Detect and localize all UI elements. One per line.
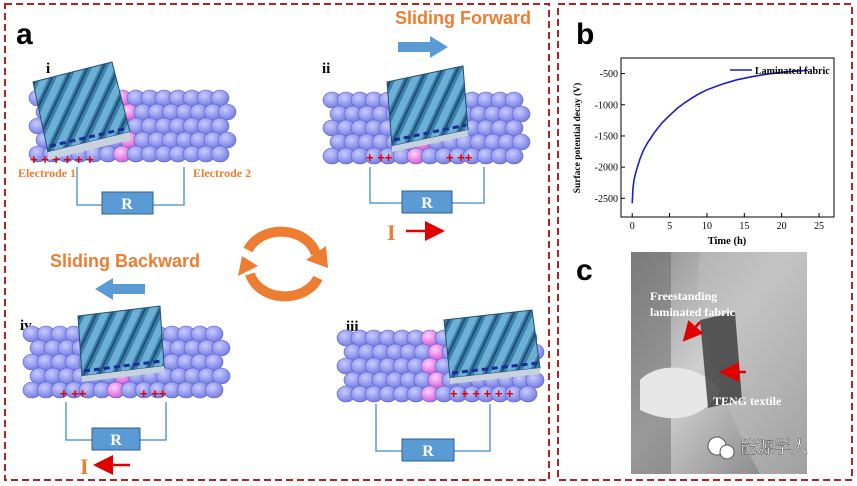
x-axis-title: Time (h) bbox=[708, 236, 747, 247]
subpanel-i-label: i bbox=[46, 61, 50, 77]
wechat-icon bbox=[707, 436, 735, 460]
chart-ticks: 0 5 10 15 20 25 -500 -1000 -1500 -2000 -2500 bbox=[595, 69, 824, 232]
annotation-teng-textile: TENG textile bbox=[713, 394, 782, 408]
sliding-forward-arrow bbox=[398, 36, 448, 58]
textile-bead bbox=[211, 367, 231, 385]
current-ii-label: I bbox=[387, 220, 396, 245]
subpanel-ii: Sliding Forward ii + ++ + ++ R I bbox=[322, 8, 531, 245]
textile-bead bbox=[217, 131, 237, 149]
x-tick-label: 15 bbox=[739, 221, 749, 232]
y-tick-label: -2500 bbox=[595, 194, 618, 205]
resistor-i-label: R bbox=[121, 196, 133, 213]
x-tick-label: 20 bbox=[777, 221, 787, 232]
sliding-forward-label: Sliding Forward bbox=[395, 8, 531, 28]
y-tick-label: -2000 bbox=[595, 163, 618, 174]
subpanel-iv: Sliding Backward iv + ++ + ++ R I bbox=[20, 251, 231, 479]
textile-bead bbox=[204, 381, 224, 399]
resistor-iv-label: R bbox=[110, 432, 122, 449]
wire-i-right bbox=[153, 167, 185, 206]
plus-charges-ii-right: + ++ bbox=[446, 150, 473, 165]
textile-bead bbox=[217, 103, 237, 121]
laminate-iii bbox=[443, 309, 541, 384]
chart-plot-area bbox=[620, 57, 835, 218]
watermark-text: 能源学人 bbox=[740, 438, 808, 457]
subpanel-ii-label: ii bbox=[322, 61, 330, 77]
plus-charges-iii: + + + + + + bbox=[450, 386, 514, 401]
textile-bead bbox=[204, 353, 224, 371]
panel-c-label: c bbox=[576, 254, 593, 287]
textile-bead bbox=[504, 147, 524, 165]
textile-bead bbox=[210, 145, 230, 163]
resistor-iii-label: R bbox=[422, 443, 434, 460]
y-axis-title: Surface potential decay (V) bbox=[572, 83, 583, 194]
photo-c: Freestanding laminated fabric TENG texti… bbox=[631, 252, 808, 474]
y-tick-label: -1500 bbox=[595, 131, 618, 142]
textile-bead bbox=[518, 385, 538, 403]
textile-bead bbox=[511, 105, 531, 123]
textile-bead bbox=[210, 117, 230, 135]
legend-label: Laminated fabric bbox=[755, 66, 830, 77]
chart-b: 0 5 10 15 20 25 -500 -1000 -1500 -2000 -2500 Lamin… bbox=[572, 57, 835, 247]
wire-i-left bbox=[76, 167, 102, 206]
y-tick-label: -500 bbox=[600, 69, 618, 80]
subpanel-iii: iii + + + + + + R bbox=[336, 309, 545, 462]
subpanel-i: i + + + + + + Electrode 1 Electrode 2 R bbox=[18, 61, 251, 215]
annotation-freestanding-line1: Freestanding bbox=[650, 289, 717, 303]
textile-bead bbox=[211, 339, 231, 357]
x-tick-label: 10 bbox=[702, 221, 712, 232]
electrode-2-label: Electrode 2 bbox=[193, 166, 251, 180]
wire-iv-right bbox=[140, 402, 167, 441]
textile-bead bbox=[511, 133, 531, 151]
textile-bead bbox=[504, 119, 524, 137]
resistor-iv bbox=[91, 427, 141, 451]
laminated-fabric-patch bbox=[700, 312, 742, 408]
resistor-ii-label: R bbox=[421, 195, 433, 212]
wire-iv-left bbox=[65, 402, 92, 441]
x-tick-label: 25 bbox=[814, 221, 824, 232]
wire-iii-right bbox=[454, 404, 491, 452]
panel-b-label: b bbox=[576, 18, 594, 51]
x-tick-label: 5 bbox=[667, 221, 672, 232]
annotation-freestanding-line2: laminated fabric bbox=[650, 305, 736, 319]
annotation-arrow-1 bbox=[682, 320, 704, 342]
laminate-ii bbox=[386, 65, 469, 152]
wire-ii-left bbox=[369, 167, 402, 204]
panel-a-label: a bbox=[16, 18, 33, 51]
sliding-backward-arrow bbox=[95, 278, 145, 300]
cycle-arrows bbox=[238, 226, 328, 302]
electrode-1-label: Electrode 1 bbox=[18, 166, 76, 180]
textile-bead bbox=[204, 325, 224, 343]
panel-a-border bbox=[4, 3, 550, 481]
plus-charges-i: + + + + + + bbox=[30, 152, 94, 167]
sliding-backward-label: Sliding Backward bbox=[50, 251, 200, 271]
wire-iii-left bbox=[375, 404, 402, 452]
plus-charges-iv-left: + ++ bbox=[60, 386, 87, 401]
plus-charges-iv-right: + ++ bbox=[140, 386, 167, 401]
panel-bc-border bbox=[557, 3, 853, 481]
gloved-hand bbox=[640, 367, 720, 419]
resistor-ii bbox=[401, 190, 453, 214]
resistor-i bbox=[101, 191, 154, 215]
laminate-i bbox=[32, 61, 131, 160]
laminate-iv bbox=[77, 305, 165, 382]
textile-bead bbox=[504, 91, 524, 109]
current-iv-label: I bbox=[80, 454, 89, 479]
series-laminated-fabric-line bbox=[631, 69, 808, 204]
plus-charges-ii-left: + ++ bbox=[366, 150, 393, 165]
x-tick-label: 0 bbox=[630, 221, 635, 232]
y-tick-label: -1000 bbox=[595, 100, 618, 111]
resistor-iii bbox=[401, 438, 455, 462]
textile-bead bbox=[210, 89, 230, 107]
wire-ii-right bbox=[452, 167, 485, 204]
